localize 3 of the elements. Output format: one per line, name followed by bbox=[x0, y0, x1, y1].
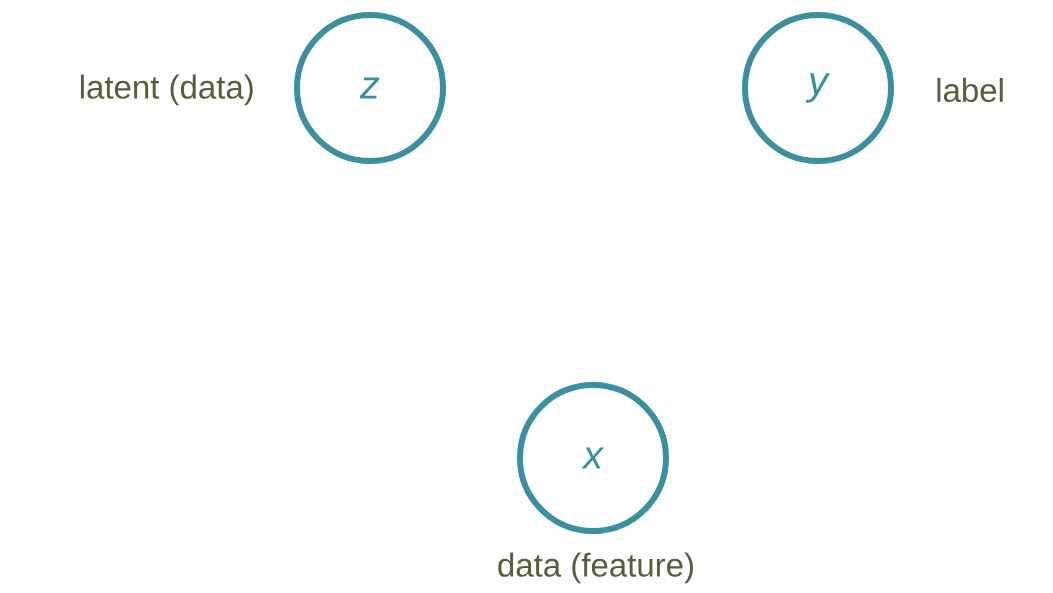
node-label: label bbox=[937, 77, 1003, 103]
node-label: data (feature) bbox=[498, 552, 693, 584]
node-label: latent (data) bbox=[80, 74, 253, 106]
